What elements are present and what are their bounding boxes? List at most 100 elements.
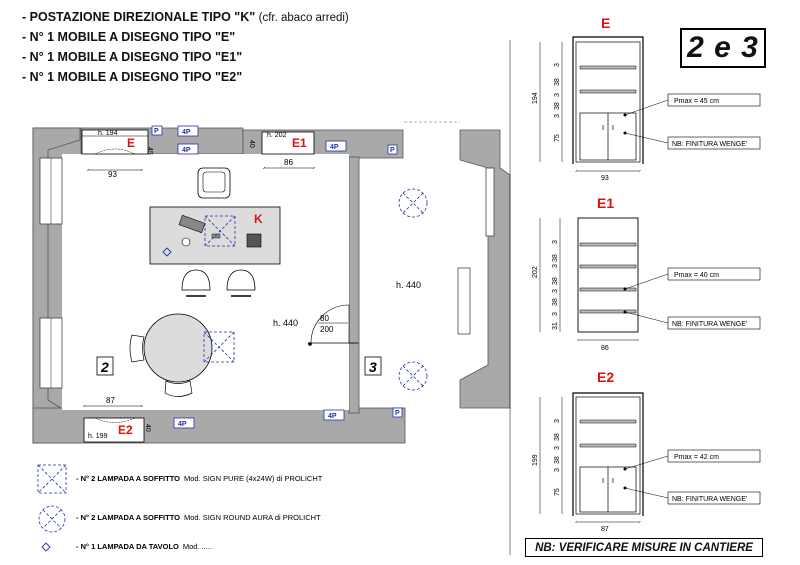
legend: - N° 2 LAMPADA A SOFFITTO Mod. SIGN PURE …	[37, 464, 323, 552]
dim-86: 86	[284, 158, 293, 167]
visitor-chair	[181, 269, 211, 297]
outlet-4p-4: 4P	[178, 421, 187, 428]
elevation-e2-title: E2	[597, 369, 614, 385]
dim-80: 80	[320, 314, 329, 323]
elevation-e-finish: NB: FINITURA WENGE'	[672, 141, 747, 148]
header-line-e: - N° 1 MOBILE A DISEGNO TIPO "E"	[22, 30, 236, 44]
elevation-e2-dim-6: 75	[554, 488, 561, 496]
elevation-e2-pmax: Pmax = 42 cm	[674, 454, 719, 461]
outlet-4p-5: 4P	[328, 413, 337, 420]
outlets: P 4P 4P 4P P 4P 4P P	[151, 125, 403, 429]
legend-bold-3: - N° 1 LAMPADA DA TAVOLO	[76, 542, 179, 551]
elevation-e-pmax: Pmax = 45 cm	[674, 98, 719, 105]
elevation-e1: E1 202 3 38 3 38 3 38 3 31 86 Pmax = 40 …	[532, 195, 761, 352]
dim-200: 200	[320, 325, 334, 334]
verify-note: NB: VERIFICARE MISURE IN CANTIERE	[525, 538, 763, 557]
elevation-e2-dim-4: 38	[554, 456, 561, 464]
elevation-e1-dim-2: 38	[552, 254, 559, 262]
legend-text-2: Mod. SIGN ROUND AURA di PROLICHT	[184, 513, 321, 522]
door-swing	[310, 304, 350, 344]
room-number-2: 2	[100, 359, 109, 375]
dim-93: 93	[108, 170, 117, 179]
dim-40-b: 40	[144, 424, 151, 432]
floor-plan: h. 194 E 45 h. 202 E1 40 h. 199 E2 40 P …	[32, 121, 511, 444]
outlet-4p-1: 4P	[182, 129, 191, 136]
elevation-e2-dim-3: 3	[554, 446, 561, 450]
elevation-e1-dim-7: 3	[552, 312, 559, 316]
cabinet-e-plan: h. 194 E 45	[81, 129, 153, 155]
meeting-table	[129, 313, 213, 397]
elevation-e-dim-5: 3	[554, 114, 561, 118]
diamond-lamp-icon	[162, 247, 172, 257]
header-line-k: - POSTAZIONE DIREZIONALE TIPO "K" (cfr. …	[22, 10, 349, 24]
elevation-e-dim-6: 75	[554, 134, 561, 142]
elevation-e-total: 194	[532, 92, 539, 104]
label-h199: h. 199	[88, 433, 108, 440]
cabinet-e1-plan: h. 202 E1 40	[248, 131, 315, 155]
outlet-p-3: P	[395, 410, 400, 417]
tag-e2: E2	[118, 423, 133, 437]
elevation-e-width: 93	[601, 175, 609, 182]
wall-right-stub-top	[348, 156, 360, 346]
round-lamp-icon	[398, 361, 428, 391]
elevation-e2-width: 87	[601, 526, 609, 533]
dim-45: 45	[146, 147, 153, 155]
legend-item-table-lamp: - N° 1 LAMPADA DA TAVOLO Mod. .....	[41, 542, 212, 552]
label-h440-room3: h. 440	[396, 280, 421, 290]
elevation-e1-dim-3: 3	[552, 264, 559, 268]
label-h202: h. 202	[267, 132, 287, 139]
legend-text-1: Mod. SIGN PURE (4x24W) di PROLICHT	[184, 474, 323, 483]
elevation-e1-dim-6: 38	[552, 298, 559, 306]
elevation-e-dim-2: 38	[554, 78, 561, 86]
plan-dimensions: 93 86 87 80 200	[82, 158, 348, 408]
legend-text-3: Mod. .....	[183, 542, 212, 551]
outlet-4p-3: 4P	[330, 144, 339, 151]
room-badge: 2 e 3	[680, 28, 766, 68]
square-lamp-icon	[203, 331, 235, 363]
window-far-right-bottom	[457, 267, 471, 335]
elevation-e1-dim-1: 3	[552, 240, 559, 244]
elevation-e-title: E	[601, 15, 610, 31]
room-number-3: 3	[369, 359, 377, 375]
outlet-p-2: P	[390, 147, 395, 154]
label-h440-room2: h. 440	[273, 318, 298, 328]
tag-e: E	[127, 136, 135, 150]
dim-40: 40	[248, 140, 255, 148]
monitor	[178, 214, 206, 234]
round-lamp-icon	[38, 505, 66, 533]
cabinet-e2-plan: h. 199 E2 40	[83, 417, 151, 443]
elevation-e1-dim-4: 38	[552, 277, 559, 285]
dim-87: 87	[106, 396, 115, 405]
outlet-4p-2: 4P	[182, 147, 191, 154]
elevation-e-dim-3: 3	[554, 93, 561, 97]
header-line-k-note: (cfr. abaco arredi)	[258, 12, 349, 24]
elevation-e2-dim-1: 3	[554, 419, 561, 423]
tag-e1: E1	[292, 136, 307, 150]
elevation-e2-total: 199	[532, 454, 539, 466]
header-line-k-text: - POSTAZIONE DIREZIONALE TIPO "K"	[22, 10, 256, 24]
round-lamp-icon	[398, 188, 428, 218]
wall-right-stub-bottom	[348, 342, 360, 414]
label-h194: h. 194	[98, 130, 118, 137]
square-lamp-icon	[204, 215, 236, 247]
elevation-e2: E2 199 3 38 3 38 3 75 87 Pmax = 42 cm	[532, 369, 761, 533]
elevation-e-dim-1: 3	[554, 63, 561, 67]
diamond-lamp-icon	[41, 542, 51, 552]
elevation-e1-dim-8: 31	[552, 322, 559, 330]
window-right	[485, 167, 495, 237]
elevation-e1-title: E1	[597, 195, 614, 211]
header-line-e1: - N° 1 MOBILE A DISEGNO TIPO "E1"	[22, 50, 243, 64]
wall-far-right	[459, 129, 511, 409]
elevation-e: E 194 3 38 3 38 3 75 93 Pmax = 45	[532, 15, 761, 182]
elevation-e2-finish: NB: FINITURA WENGE'	[672, 496, 747, 503]
elevation-e1-pmax: Pmax = 40 cm	[674, 272, 719, 279]
elevations: E 194 3 38 3 38 3 75 93 Pmax = 45	[509, 15, 761, 555]
legend-bold-1: - N° 2 LAMPADA A SOFFITTO	[76, 474, 180, 483]
elevation-e1-width: 86	[601, 345, 609, 352]
outlet-p-1: P	[154, 128, 159, 135]
legend-item-square-lamp: - N° 2 LAMPADA A SOFFITTO Mod. SIGN PURE …	[37, 464, 323, 494]
